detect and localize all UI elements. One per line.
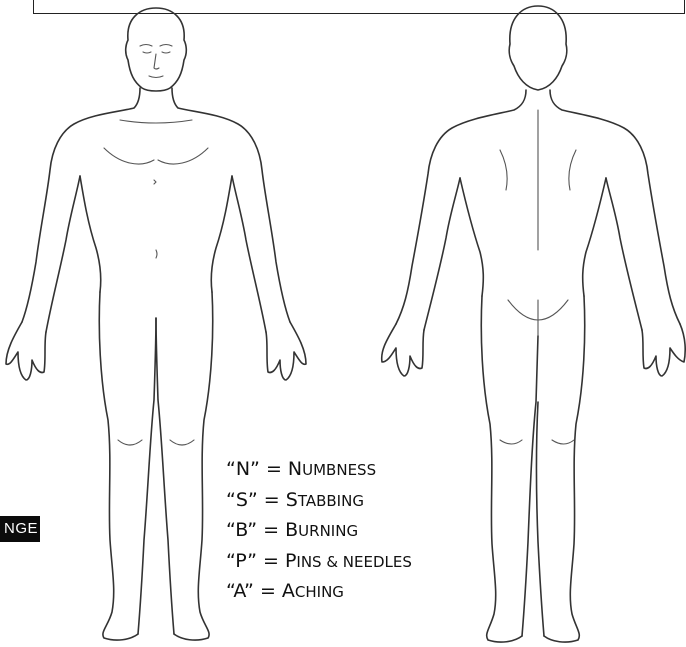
legend-equals: = (263, 550, 279, 572)
legend-item-pins-needles: “P” = PINS & NEEDLES (226, 546, 412, 577)
legend-code: “N” (226, 458, 260, 480)
legend-term-rest: CHING (295, 583, 344, 601)
legend-item-burning: “B” = BURNING (226, 515, 412, 546)
legend-code: “B” (226, 519, 257, 541)
legend-term-initial: N (288, 458, 302, 480)
legend-term-rest: URNING (298, 522, 358, 540)
legend-equals: = (266, 458, 282, 480)
legend-equals: = (263, 519, 279, 541)
symptom-legend: “N” = NUMBNESS “S” = STABBING “B” = BURN… (226, 454, 412, 607)
legend-term-initial: B (285, 519, 298, 541)
back-body-figure (382, 6, 686, 642)
legend-code: “A” (226, 580, 254, 602)
legend-item-stabbing: “S” = STABBING (226, 485, 412, 516)
legend-term-rest: INS & NEEDLES (296, 553, 411, 571)
legend-item-numbness: “N” = NUMBNESS (226, 454, 412, 485)
legend-code: “S” (226, 489, 258, 511)
legend-code: “P” (226, 550, 257, 572)
legend-term-initial: S (286, 489, 298, 511)
legend-term-initial: P (285, 550, 296, 572)
legend-term-rest: UMBNESS (302, 461, 376, 479)
legend-equals: = (264, 489, 280, 511)
legend-item-aching: “A” = ACHING (226, 576, 412, 607)
legend-equals: = (260, 580, 276, 602)
legend-term-initial: A (282, 580, 295, 602)
legend-term-rest: TABBING (298, 492, 364, 510)
